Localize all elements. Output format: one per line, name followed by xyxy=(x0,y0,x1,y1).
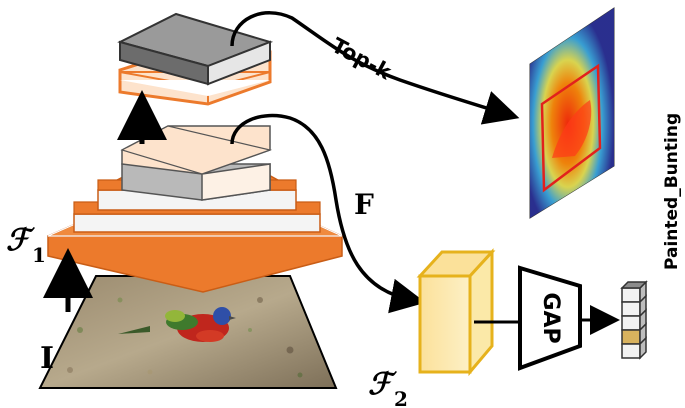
svg-text:2: 2 xyxy=(394,387,408,408)
class-vector xyxy=(620,280,648,360)
F-label: F xyxy=(354,188,374,221)
f2-feature-block xyxy=(416,248,496,377)
svg-text:ℱ: ℱ xyxy=(368,367,397,402)
svg-text:ℱ: ℱ xyxy=(6,223,35,258)
F1-label: ℱ 1 xyxy=(6,223,46,267)
input-image-label: I xyxy=(40,341,54,376)
input-image xyxy=(38,275,338,389)
class-vector-cell xyxy=(620,280,648,304)
arrow-topk xyxy=(230,11,520,125)
heatmap-output xyxy=(529,7,615,219)
class-vector-cell xyxy=(621,294,647,318)
topk-stack xyxy=(117,12,274,106)
topk-gray-box xyxy=(117,12,274,86)
gap-label: GAP xyxy=(538,292,563,343)
gap-block: GAP xyxy=(518,265,582,371)
arrow-F xyxy=(230,113,426,314)
bird-image xyxy=(118,307,236,342)
class-vector-cell xyxy=(621,336,647,360)
svg-text:1: 1 xyxy=(32,243,46,267)
F2-label: ℱ 2 xyxy=(368,367,408,408)
feature-pyramid xyxy=(47,125,343,293)
heatmap-bounding-box xyxy=(540,63,602,193)
topk-label: Top-k xyxy=(328,33,396,85)
class-label: Painted_Bunting xyxy=(662,113,682,270)
